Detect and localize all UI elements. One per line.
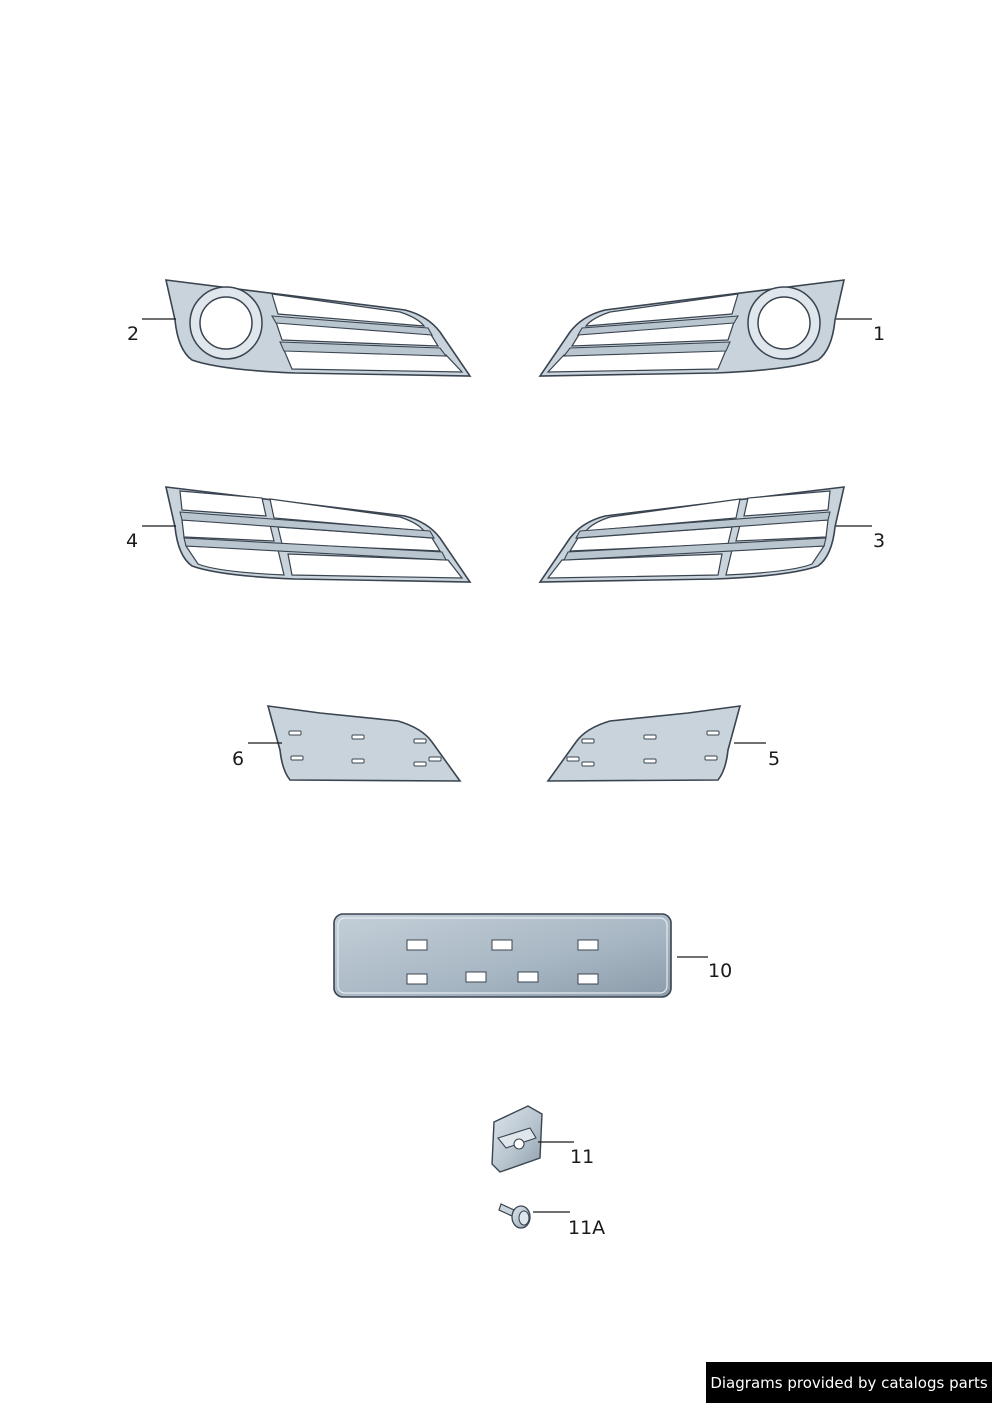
panel-left: [267, 705, 461, 782]
mounting-clip: [491, 1105, 543, 1173]
callout-10: 10: [708, 960, 732, 982]
screw: [498, 1203, 531, 1229]
footer-credit: Diagrams provided by catalogs parts: [706, 1362, 992, 1403]
callout-5: 5: [768, 748, 780, 770]
panel-right: [547, 705, 741, 782]
callout-1: 1: [873, 323, 885, 345]
callout-2: 2: [127, 323, 139, 345]
callout-4: 4: [126, 530, 138, 552]
fog-grille-right: [539, 279, 845, 377]
cover-plate: [333, 913, 672, 998]
callout-11a: 11A: [568, 1217, 605, 1239]
callout-11: 11: [570, 1146, 594, 1168]
grille-right: [539, 486, 845, 583]
callout-3: 3: [873, 530, 885, 552]
grille-left: [165, 486, 471, 583]
callout-6: 6: [232, 748, 244, 770]
fog-grille-left: [165, 279, 471, 377]
